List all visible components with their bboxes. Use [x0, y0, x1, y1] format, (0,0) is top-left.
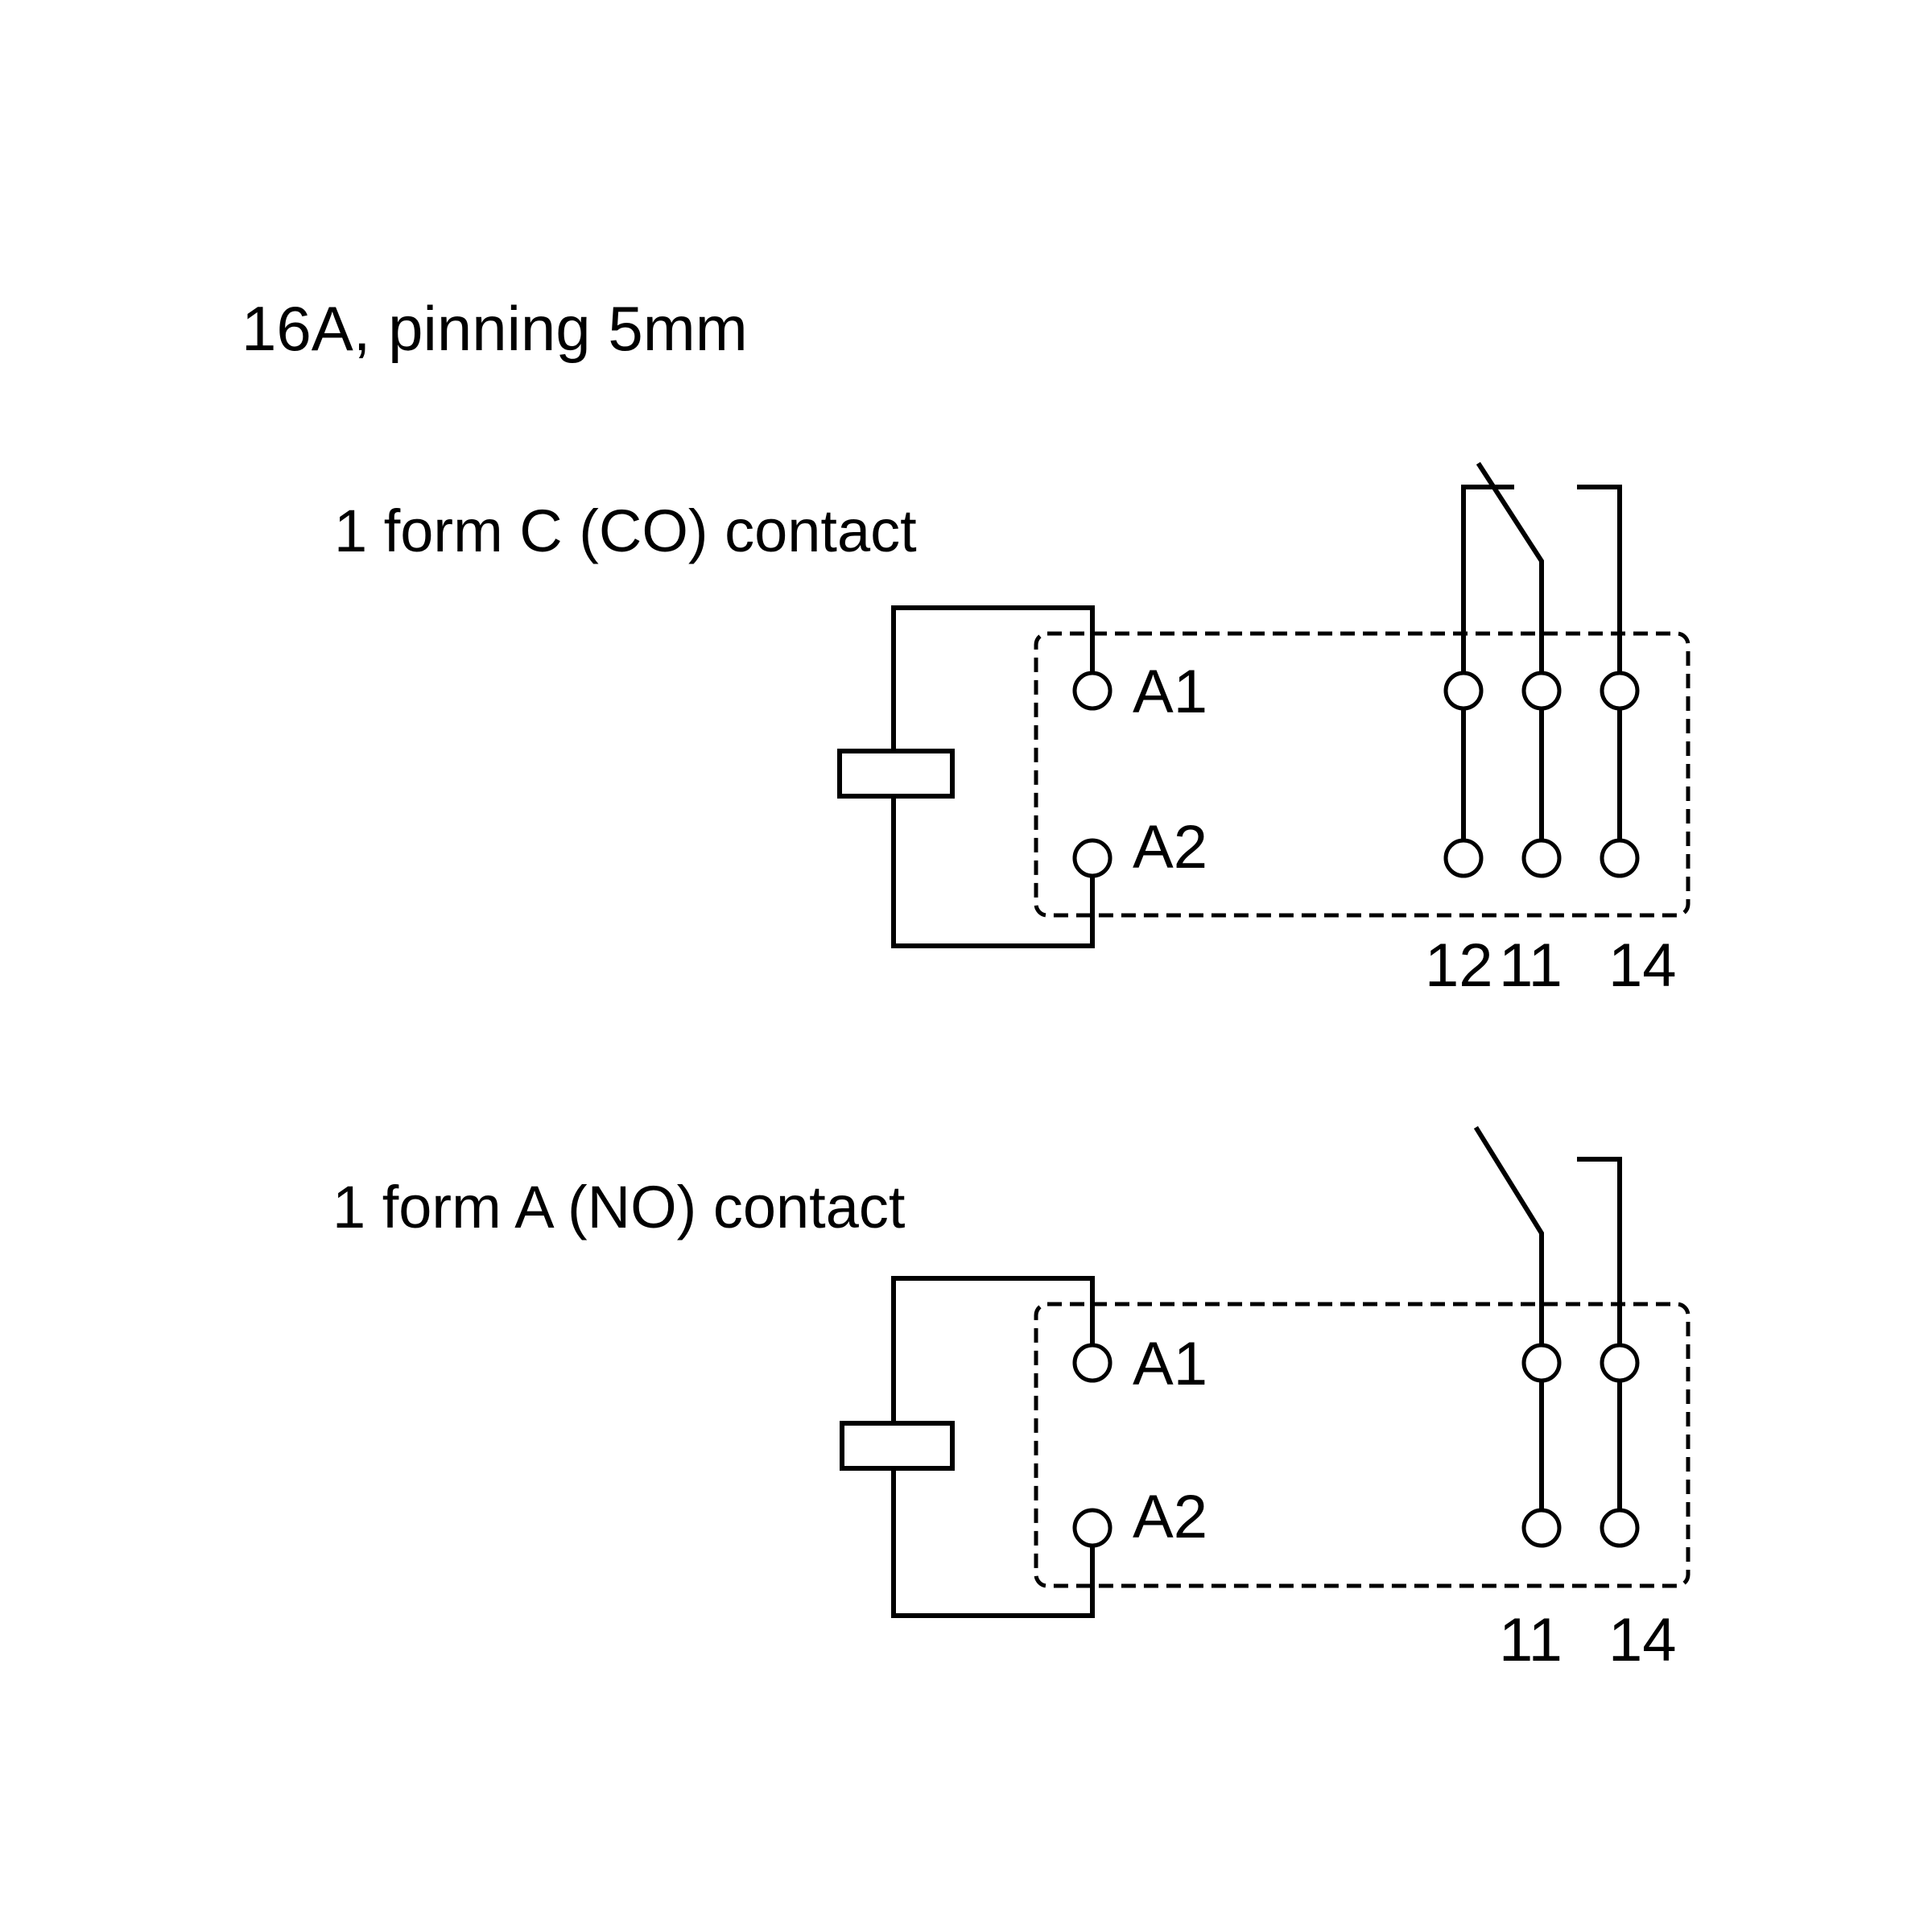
form-c-pin-14-top	[1600, 671, 1640, 711]
form-c-pin-11-top	[1521, 671, 1562, 711]
form-c-pin-11-bottom	[1521, 838, 1562, 878]
form-a-pin-a1	[1072, 1343, 1113, 1383]
form-a-no-contact-wire	[1577, 1157, 1622, 1347]
form-a-housing-outline	[1034, 1302, 1690, 1588]
form-a-diagram: 1 form A (NO) contact A1 A2 11 14	[332, 1125, 1690, 1674]
form-c-pin-12-bottom	[1443, 838, 1484, 878]
form-a-terminal-label-11: 11	[1499, 1606, 1563, 1674]
form-c-housing-outline	[1034, 631, 1690, 918]
form-c-diagram: 1 form C (CO) contact A1 A2 12 11 14	[334, 461, 1690, 1000]
form-a-terminal-label-14: 14	[1608, 1606, 1677, 1674]
form-a-caption: 1 form A (NO) contact	[332, 1174, 906, 1241]
form-c-pin-14-bottom	[1600, 838, 1640, 878]
form-a-coil-symbol	[840, 1421, 955, 1471]
form-a-pin-11-top	[1521, 1343, 1562, 1383]
form-c-pin-a2	[1072, 838, 1113, 878]
form-c-terminal-label-14: 14	[1608, 931, 1677, 1000]
form-c-pin-12-top	[1443, 671, 1484, 711]
form-a-pin-14-bottom	[1600, 1508, 1640, 1548]
form-c-no-contact-wire	[1577, 485, 1622, 675]
form-a-pin-14-top	[1600, 1343, 1640, 1383]
page-title: 16A, pinning 5mm	[242, 293, 748, 364]
form-c-caption: 1 form C (CO) contact	[334, 497, 917, 564]
form-a-pin-a2	[1072, 1508, 1113, 1548]
form-a-common-switch-wire	[1473, 1125, 1544, 1347]
form-c-coil-symbol	[837, 749, 955, 799]
form-c-label-a2: A2	[1133, 813, 1208, 881]
form-c-nc-contact-wire	[1461, 485, 1514, 675]
form-c-pin-a1	[1072, 671, 1113, 711]
form-c-common-switch-wire	[1476, 461, 1544, 675]
form-c-label-a1: A1	[1133, 658, 1208, 726]
form-a-label-a2: A2	[1133, 1483, 1208, 1551]
form-c-terminal-label-12: 12	[1425, 931, 1493, 1000]
form-a-pin-11-bottom	[1521, 1508, 1562, 1548]
form-a-label-a1: A1	[1133, 1330, 1208, 1398]
form-c-terminal-label-11: 11	[1499, 931, 1563, 1000]
